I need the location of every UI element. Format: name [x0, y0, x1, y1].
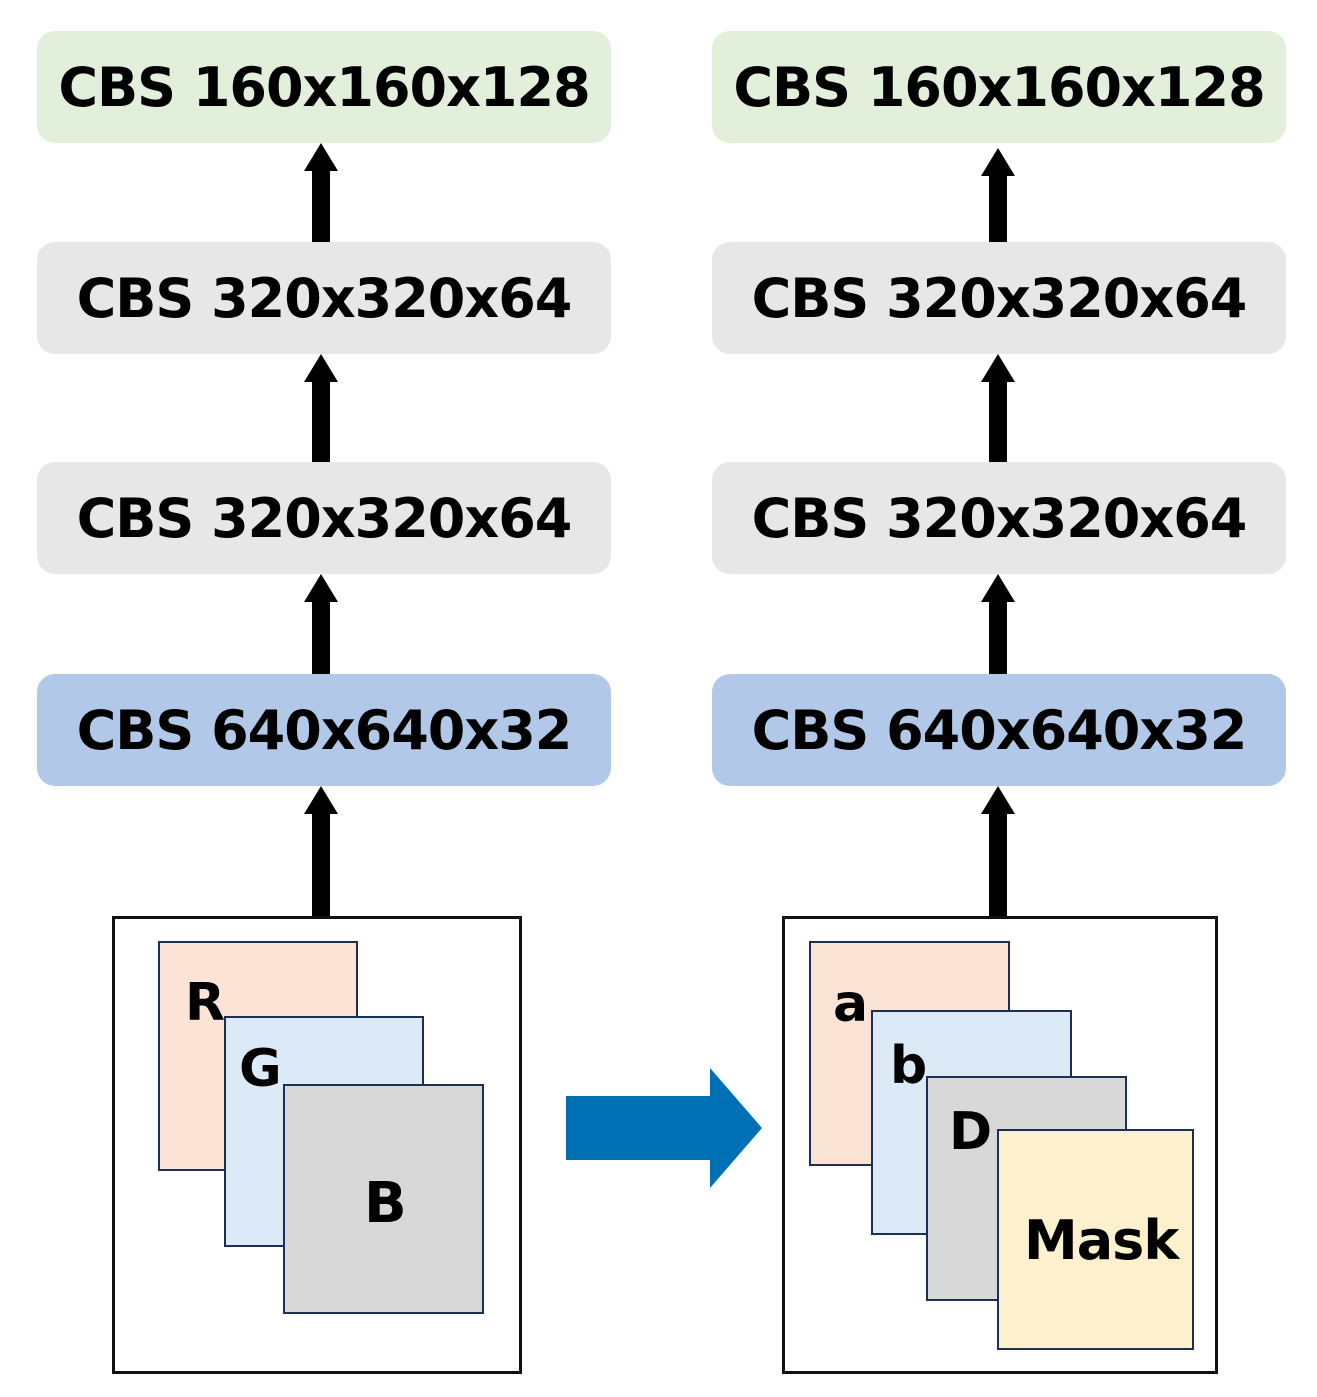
left-block-input: CBS 640x640x32 [37, 674, 611, 786]
label-a: a [833, 974, 869, 1034]
arrow-up-icon [981, 786, 1015, 918]
arrow-up-icon [981, 148, 1015, 242]
arrow-up-icon [304, 786, 338, 918]
arrow-up-icon [981, 574, 1015, 674]
arrow-up-icon [981, 354, 1015, 462]
label-b: B [364, 1171, 407, 1236]
right-block-input: CBS 640x640x32 [712, 674, 1286, 786]
left-block-output: CBS 160x160x128 [37, 31, 611, 143]
arrow-up-icon [304, 143, 338, 242]
label-d: D [949, 1102, 993, 1162]
right-block-middle-upper: CBS 320x320x64 [712, 242, 1286, 354]
label-b-lab: b [890, 1036, 928, 1096]
label-g: G [239, 1039, 282, 1099]
arrow-up-icon [304, 354, 338, 462]
left-block-middle-upper: CBS 320x320x64 [37, 242, 611, 354]
arrow-right-icon [566, 1068, 762, 1188]
arrow-up-icon [304, 574, 338, 674]
label-mask: Mask [1024, 1209, 1179, 1272]
right-block-output: CBS 160x160x128 [712, 31, 1286, 143]
right-block-middle-lower: CBS 320x320x64 [712, 462, 1286, 574]
sheet-mask [997, 1129, 1194, 1350]
label-r: R [185, 973, 226, 1033]
left-block-middle-lower: CBS 320x320x64 [37, 462, 611, 574]
sheet-b [283, 1084, 484, 1314]
